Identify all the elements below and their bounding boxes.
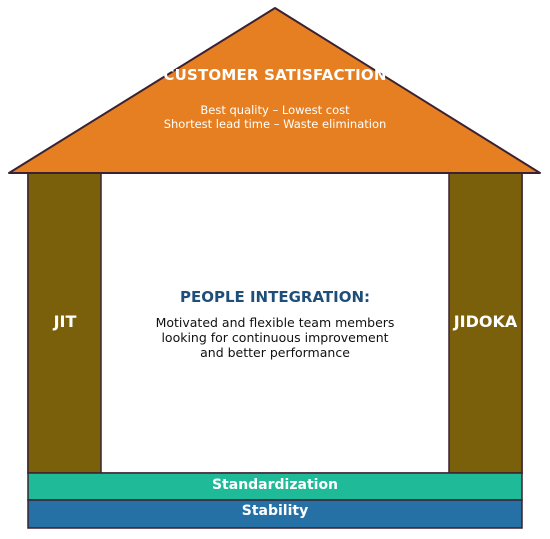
jidoka-pillar-label: JIDOKA (453, 312, 518, 331)
people-integration-title: PEOPLE INTEGRATION: (179, 288, 371, 306)
roof-title: CUSTOMER SATISFACTION (163, 66, 387, 84)
house-interior (27, 171, 523, 474)
standardization-band (27, 472, 523, 501)
roof (8, 7, 541, 174)
stability-label: Stability (241, 503, 309, 519)
people-integration-line-3: and better performance (200, 345, 350, 360)
people-integration-line-2: looking for continuous improvement (161, 330, 389, 345)
standardization-label: Standardization (211, 477, 339, 493)
roof-benefits-line-1: Best quality – Lowest cost (200, 103, 350, 117)
people-integration-line-1: Motivated and flexible team members (155, 315, 395, 330)
stability-band (27, 499, 523, 529)
left-pillar (27, 171, 102, 474)
jit-pillar-label: JIT (53, 312, 77, 331)
roof-benefits-line-2: Shortest lead time – Waste elimination (163, 117, 387, 131)
